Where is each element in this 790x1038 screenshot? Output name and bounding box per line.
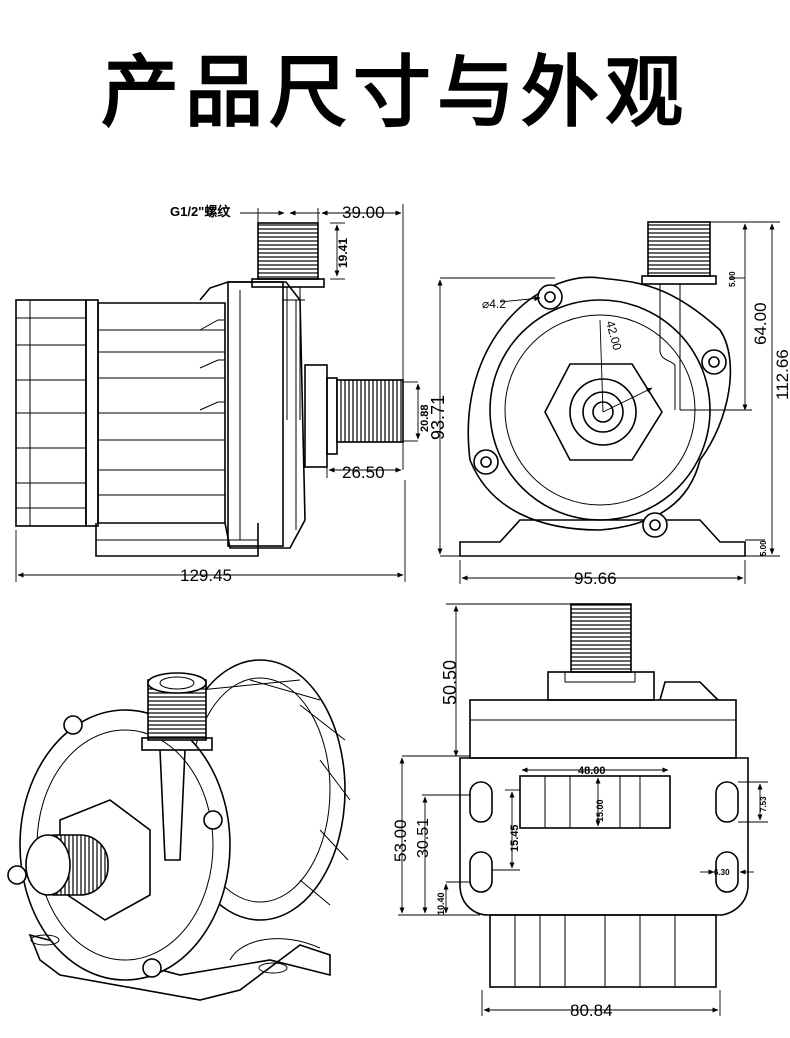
dim-inlet-dia: 20.88 — [419, 404, 431, 432]
perspective-view — [7, 659, 351, 1001]
dim-hole-dia: ⌀4.2 — [482, 297, 506, 311]
dim-radius: 42.00 — [603, 319, 624, 352]
dim-base-height: 53.00 — [391, 819, 410, 862]
dim-slot-spacing: 48.00 — [578, 765, 606, 777]
dim-outlet-offset: 39.00 — [342, 203, 385, 222]
dim-slot-len: 7.53 — [759, 796, 768, 812]
dim-bottom-width: 80.84 — [570, 1001, 613, 1020]
dim-outlet-step: 5.00 — [728, 271, 737, 287]
side-view: G1/2"螺纹 39.00 19.41 20.88 26.50 129.45 — [15, 203, 431, 585]
dim-base-offset: 10.40 — [436, 892, 446, 915]
dim-slot-gap: 15.45 — [509, 824, 521, 852]
dim-total-height: 112.66 — [773, 349, 790, 400]
dim-total-length: 129.45 — [180, 566, 232, 585]
dim-top-height: 50.50 — [440, 660, 460, 705]
page-title: 产品尺寸与外观 — [100, 48, 689, 138]
dim-slot-width: 6.30 — [714, 868, 730, 877]
front-view: ⌀4.2 42.00 93.71 64.00 112.66 5.00 5.00 … — [428, 221, 790, 588]
dim-front-height: 93.71 — [428, 395, 448, 440]
dim-slot-inner: 15.00 — [595, 799, 605, 822]
thread-label: G1/2"螺纹 — [170, 204, 231, 219]
dim-base-inner: 30.51 — [415, 818, 432, 858]
dim-outlet-height: 64.00 — [751, 302, 770, 345]
dim-inlet-len: 26.50 — [342, 463, 385, 482]
dim-front-width: 95.66 — [574, 569, 617, 588]
bottom-view: 50.50 53.00 30.51 10.40 48.00 15.45 15.0… — [391, 603, 768, 1020]
dim-outlet-thread-len: 19.41 — [336, 238, 350, 268]
dim-base-step: 5.00 — [759, 540, 768, 556]
